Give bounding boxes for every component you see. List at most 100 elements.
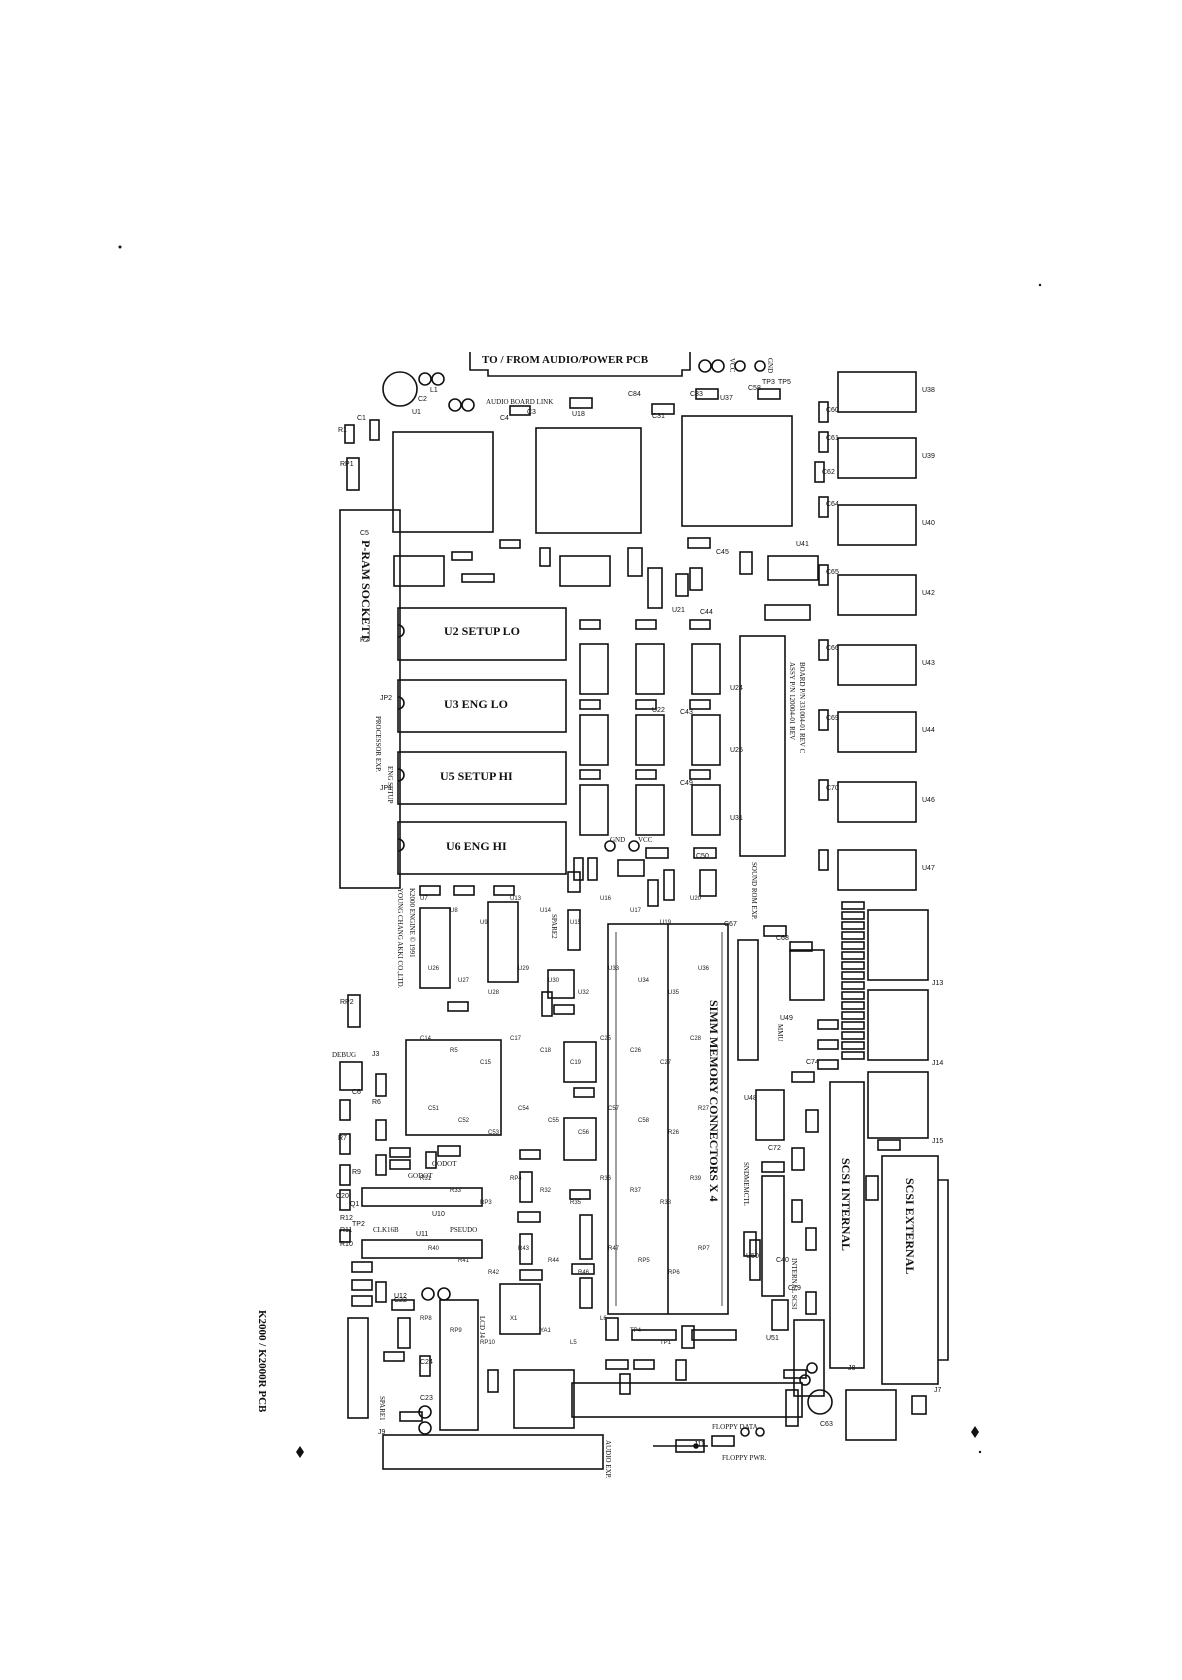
ref-r39: R39 <box>690 1176 702 1182</box>
ref-tp4: TP4 <box>630 1328 642 1334</box>
ref-c22: C22 <box>394 1297 407 1304</box>
j13-connector <box>867 909 929 981</box>
ref-c45: C45 <box>716 549 729 556</box>
ref-u9: U9 <box>480 920 488 926</box>
ref-u14: U14 <box>540 908 552 914</box>
ref-c69: C69 <box>826 715 839 722</box>
audio-power-connector <box>469 352 691 377</box>
ref-u8: U8 <box>450 908 458 914</box>
ref-jp1: JP1 <box>380 785 392 792</box>
ref-tp5: TP5 <box>778 379 791 386</box>
ref-c72: C72 <box>768 1145 781 1152</box>
ref-c26: C26 <box>630 1048 642 1054</box>
ref-r11: R11 <box>340 1227 352 1234</box>
floppy-pwr-label: FLOPPY PWR. <box>722 1454 767 1462</box>
ref-c5: C5 <box>360 530 369 537</box>
ref-c31: C31 <box>652 413 665 420</box>
ref-rp2: RP2 <box>340 999 354 1006</box>
ref-r35: R35 <box>570 1200 582 1206</box>
ref-rp8: RP8 <box>420 1316 432 1322</box>
pseudo-connector <box>361 1239 483 1259</box>
ref-c65: C65 <box>826 569 839 576</box>
ref-r42: R42 <box>488 1270 500 1276</box>
spare1-label: SPARE1 <box>378 1396 386 1421</box>
ref-u34: U34 <box>638 978 650 984</box>
ref-u21: U21 <box>672 607 685 614</box>
ref-u37: U37 <box>720 395 733 402</box>
ref-c52: C52 <box>458 1118 470 1124</box>
ref-r44: R44 <box>548 1258 560 1264</box>
ref-u36: U36 <box>698 966 710 972</box>
u2-label: U2 SETUP LO <box>444 624 520 638</box>
ref-c54: C54 <box>518 1106 530 1112</box>
ref-j11: J11 <box>694 1441 705 1448</box>
ref-c4: C4 <box>500 415 509 422</box>
ref-r10: R10 <box>340 1241 353 1248</box>
ref-tp3: TP3 <box>762 379 775 386</box>
ref-r41: R41 <box>458 1258 470 1264</box>
ref-q1: Q1 <box>350 1201 359 1208</box>
ref-u16: U16 <box>600 896 612 902</box>
u2-setup-lo <box>397 607 567 661</box>
ref-u7: U7 <box>420 896 428 902</box>
ref-c49: C49 <box>680 780 693 787</box>
audio-board-link-label: AUDIO BOARD LINK <box>486 398 553 406</box>
ref-r12: R12 <box>340 1215 353 1222</box>
audio-exp-connector <box>382 1434 604 1470</box>
ref-j8: J8 <box>848 1365 856 1372</box>
ref-u42: U42 <box>922 590 935 597</box>
ref-c15: C15 <box>480 1060 492 1066</box>
ref-c67: C67 <box>724 921 737 928</box>
scsi-internal-label: SCSI INTERNAL <box>839 1158 853 1251</box>
ref-r26: R26 <box>668 1130 680 1136</box>
ref-r7: R7 <box>338 1135 347 1142</box>
eng-setup-label: ENG SETUP <box>386 766 394 804</box>
chip-square-1 <box>392 431 494 533</box>
ref-u33: U33 <box>608 966 620 972</box>
godot-connector <box>361 1187 483 1207</box>
ref-u28: U28 <box>488 990 500 996</box>
ref-c17: C17 <box>510 1036 522 1042</box>
ref-j13: J13 <box>932 980 943 987</box>
scsi-external-label: SCSI EXTERNAL <box>903 1178 917 1274</box>
ref-jp2: JP2 <box>380 695 392 702</box>
ref-c51: C51 <box>428 1106 440 1112</box>
ref-u44: U44 <box>922 727 935 734</box>
ref-c18: C18 <box>540 1048 552 1054</box>
ref-c33: C33 <box>690 391 703 398</box>
assy-label: ASSY P/N 120004-01 REV <box>788 662 796 740</box>
ref-u20: U20 <box>690 896 702 902</box>
j15-connector <box>867 1071 929 1139</box>
ref-r2: R2 <box>360 637 369 644</box>
ref-r37: R37 <box>630 1188 642 1194</box>
ref-c25: C25 <box>600 1036 612 1042</box>
ref-u48: U48 <box>744 1095 757 1102</box>
ref-c74: C74 <box>806 1059 819 1066</box>
ref-c84: C84 <box>628 391 641 398</box>
audio-power-label: TO / FROM AUDIO/POWER PCB <box>482 354 649 366</box>
ref-c79: C79 <box>788 1285 801 1292</box>
debug-label: DEBUG <box>332 1051 356 1059</box>
ref-u32: U32 <box>578 990 590 996</box>
ref-c63: C63 <box>820 1421 833 1428</box>
ref-u27: U27 <box>458 978 470 984</box>
ref-c66: C66 <box>826 645 839 652</box>
company-label: YOUNG CHANG AKKI CO.,LTD. <box>396 888 404 989</box>
chip-square-3 <box>681 415 793 527</box>
ref-u12: U12 <box>394 1293 407 1300</box>
ref-c60: C60 <box>826 407 839 414</box>
ref-c43: C43 <box>680 709 693 716</box>
ref-c23: C23 <box>420 1395 433 1402</box>
ref-l1: L1 <box>430 387 438 394</box>
ref-r1: R1 <box>338 427 347 434</box>
audio-exp-label: AUDIO EXP. <box>604 1440 612 1479</box>
spare2-label: SPARE2 <box>550 914 558 939</box>
ref-r43: R43 <box>518 1246 530 1252</box>
floppy-data-connector <box>571 1382 803 1418</box>
ref-u29: U29 <box>518 966 530 972</box>
ref-c58: C58 <box>748 385 761 392</box>
rp1 <box>346 457 360 491</box>
ref-r5: R5 <box>450 1048 458 1054</box>
